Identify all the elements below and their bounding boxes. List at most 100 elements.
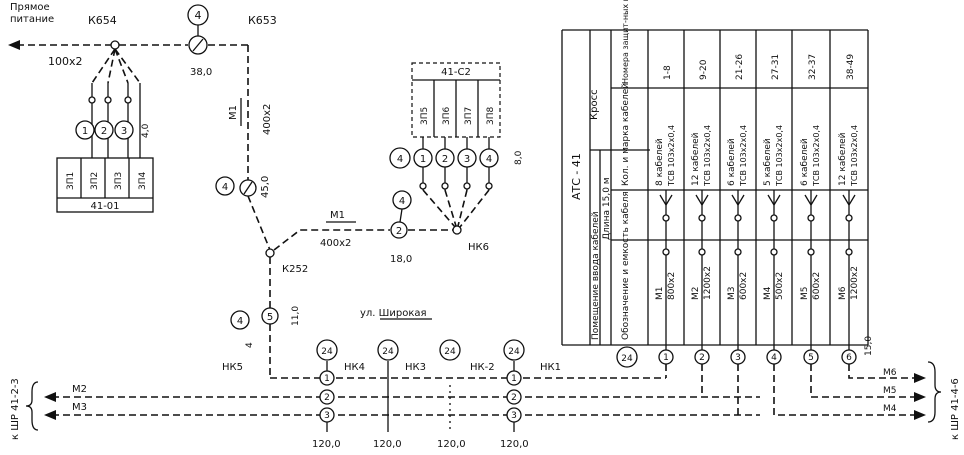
strips-5: 32-37 (808, 54, 818, 80)
col-dot2-3 (734, 248, 742, 256)
table-marker-text: 24 (621, 354, 633, 364)
direct-power-label-1: Прямое (10, 2, 50, 13)
box41c2-cell-1: 3П5 (420, 107, 430, 125)
middle-well-num: 2 (396, 226, 402, 237)
bus-marker-3 (439, 339, 461, 361)
col-dot2-5 (807, 248, 815, 256)
len-4-label: 4,0 (141, 123, 151, 138)
box41c2-marker-1 (413, 148, 433, 168)
cable-des-4: М4 (763, 286, 773, 300)
length-label: Длина 15,0 м (602, 177, 612, 240)
right-arrow-m5 (914, 392, 926, 402)
box41c2-marker-3 (457, 148, 477, 168)
bus-len-3: 120,0 (437, 439, 466, 450)
col-dot-6 (845, 214, 853, 222)
cable-count-1: 8 кабелей (655, 138, 665, 186)
box41c2-len: 8,0 (514, 150, 524, 165)
k654-node (110, 40, 120, 50)
bus-marker-text-4: 24 (508, 347, 520, 357)
len-18-label: 18,0 (390, 254, 412, 265)
col-fan-4 (767, 194, 781, 207)
right-label-m6: М6 (883, 368, 897, 378)
right-label-m5: М5 (883, 386, 897, 396)
box41c2-left-marker-text: 4 (397, 154, 403, 165)
strips-2: 9-20 (699, 59, 709, 80)
cable-count-4: 5 кабелей (763, 138, 773, 186)
bus-marker-1 (316, 339, 338, 361)
strips-1: 1-8 (663, 65, 673, 80)
cable-count-5: 6 кабелей (800, 138, 810, 186)
direct-power-label-2: питание (10, 14, 54, 25)
hk4-label: НК4 (344, 362, 365, 373)
ats-table (561, 29, 869, 346)
bus-len-4: 120,0 (500, 439, 529, 450)
bus-marker-4 (503, 339, 525, 361)
hk6-fan-4 (459, 189, 490, 228)
lower-well-num: 5 (267, 312, 273, 323)
col-dot-5 (807, 214, 815, 222)
cable-mark-4: ТСВ 103х2х0,4 (775, 125, 784, 187)
box4101-marker-3 (114, 120, 134, 140)
col-dot-1 (662, 214, 670, 222)
vertical-marker-circle (215, 176, 235, 196)
box41c2-title: 41-С2 (441, 67, 471, 78)
vertical-well-slash (243, 181, 253, 195)
strips-3: 21-26 (735, 54, 745, 80)
cable-mark-3: ТСВ 103х2х0,4 (739, 125, 748, 187)
bus4-num-2: 2 (511, 393, 517, 403)
cable-cap-1: 800x2 (667, 272, 677, 300)
col-well-num-3: 3 (735, 353, 741, 363)
bus-left-label-m3: М3 (72, 402, 87, 413)
designation-label: Обозначение и емкость кабеля (621, 191, 631, 340)
bus-marker-text-2: 24 (382, 347, 394, 357)
bus4-num-1: 1 (511, 374, 517, 384)
bus-marker-text-3: 24 (444, 347, 456, 357)
bus1-num-3: 3 (324, 411, 330, 421)
count-mark-label: Кол. и марка кабелей (621, 83, 631, 186)
strips-6: 38-49 (846, 54, 856, 80)
box4101-cell-4: 3П4 (138, 172, 148, 190)
box4101-cell-2: 3П2 (90, 172, 100, 190)
right-side-label: к ШР 41-4-6 (950, 378, 961, 440)
bus-len-1: 120,0 (312, 439, 341, 450)
bus1-num-1: 1 (324, 374, 330, 384)
len-38-label: 38,0 (190, 67, 212, 78)
vertical-marker-text: 4 (222, 182, 228, 193)
cable-des-6: М6 (838, 286, 848, 300)
box4101-marker-1 (75, 120, 95, 140)
cable-mark-6: ТСВ 103х2х0,4 (850, 125, 859, 187)
fan-line-1 (91, 48, 116, 84)
len-11-label: 11,0 (291, 306, 301, 326)
col-dot-4 (770, 214, 778, 222)
col-well-num-1: 1 (663, 353, 669, 363)
col4-route (773, 364, 918, 416)
box4101-marker-text-3: 3 (121, 126, 127, 137)
cable-des-3: М3 (727, 287, 737, 301)
cable-cap-5: 600x2 (812, 272, 822, 300)
box4101-title: 41-01 (90, 201, 119, 212)
middle-m1-label: М1 (330, 210, 345, 221)
bus-arrow-left-3 (44, 410, 56, 420)
box41c2-cell-3: 3П7 (464, 107, 474, 125)
cable-des-1: М1 (655, 287, 665, 301)
box4101-marker-text-1: 1 (82, 126, 88, 137)
col-fan-1 (659, 194, 673, 207)
bus-left-label-m2: М2 (72, 384, 87, 395)
col-fan-5 (804, 194, 818, 207)
middle-cable-label: 400x2 (320, 238, 351, 249)
cable-mark-5: ТСВ 103х2х0,4 (812, 125, 821, 187)
box41c2-marker-text-3: 3 (464, 154, 470, 165)
cable-cap-3: 600x2 (739, 272, 749, 300)
cable-cap-4: 500x2 (775, 272, 785, 300)
col-dot-2 (698, 214, 706, 222)
fan-line-4 (114, 48, 141, 84)
hk2-label: НК-2 (470, 362, 495, 373)
box41c2-left-marker (389, 147, 411, 169)
len-15-label: 15,0 (864, 336, 874, 356)
col-dot-3 (734, 214, 742, 222)
top-marker-text: 4 (195, 9, 202, 22)
k252-hk6-line-1 (273, 229, 390, 251)
cross-label: Кросс (589, 89, 600, 120)
box41c2-marker-text-1: 1 (420, 154, 426, 165)
col-dot2-1 (662, 248, 670, 256)
